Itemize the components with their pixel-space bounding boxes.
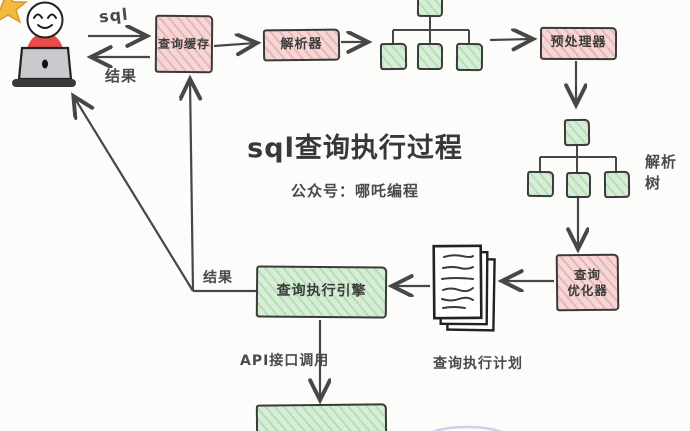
node-query-cache-label: 查询缓存 [157,36,211,51]
user-head [26,1,64,39]
syntax-tree-root [416,0,444,18]
parse-tree-connectors [539,146,617,172]
node-execution-engine-label: 查询执行引擎 [276,282,367,300]
node-query-optimizer-label: 查询 优化器 [567,267,608,299]
node-parser-label: 解析器 [280,36,323,53]
syntax-tree-child-1 [379,42,408,71]
user-body [27,33,63,52]
syntax-tree-child-3 [455,42,484,72]
arrow-result-cache [190,80,193,292]
syntax-tree-child-2 [416,42,444,71]
syntax-tree-connectors [392,17,470,43]
arrow-tree-preprocessor [489,39,532,40]
parse-tree-child-2 [565,171,592,199]
parse-tree-root [563,118,591,147]
label-api-call: API接口调用 [240,353,330,369]
parse-tree-child-3 [603,170,631,199]
parse-tree-child-1 [526,170,555,198]
node-preprocessor: 预处理器 [539,26,618,61]
star-icon [0,0,29,24]
node-storage-engine [255,403,388,431]
execution-plan-papers-icon [432,244,496,332]
diagram-subtitle: 公众号：哪吒编程 [290,182,419,200]
node-execution-engine: 查询执行引擎 [255,265,388,319]
user-icon [0,0,76,87]
node-preprocessor-label: 预处理器 [550,35,607,51]
label-parse-tree: 解析树 [645,153,678,192]
node-query-optimizer: 查询 优化器 [555,253,620,312]
arrow-result-user [74,97,194,292]
optimizer-label-line2: 优化器 [567,282,608,298]
node-parser: 解析器 [262,28,341,62]
label-result-bottom: 结果 [203,270,233,286]
arrow-cache-parser [213,43,256,46]
label-sql: sql [98,4,130,27]
laptop-icon [17,46,73,81]
diagram-title: sql查询执行过程 [247,133,463,164]
node-query-cache: 查询缓存 [154,14,214,74]
optimizer-label-line1: 查询 [573,266,601,283]
label-result-top: 结果 [105,67,138,85]
label-execution-plan: 查询执行计划 [433,356,523,372]
database-icon [432,425,502,431]
